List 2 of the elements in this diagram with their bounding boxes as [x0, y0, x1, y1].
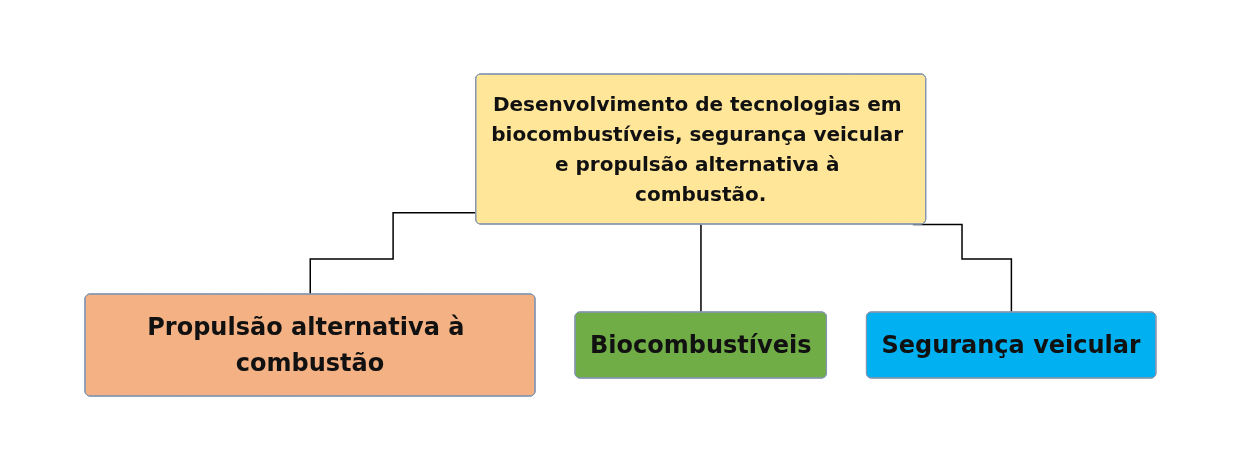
connector	[309, 212, 477, 296]
connector	[699, 223, 702, 314]
